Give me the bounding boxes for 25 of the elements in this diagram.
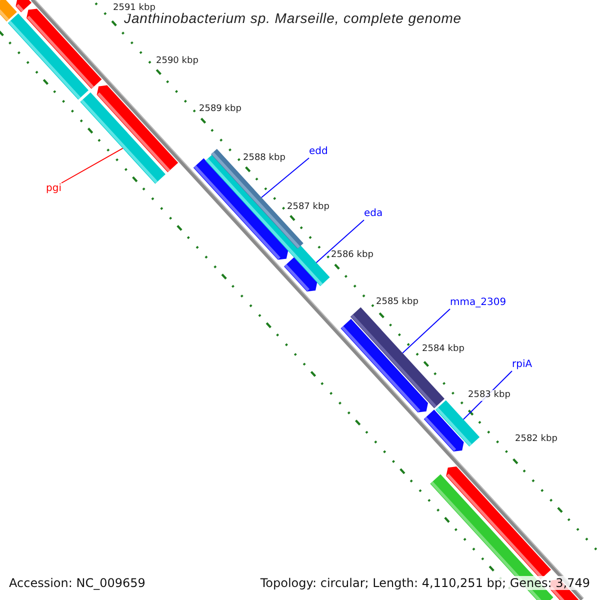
scale-label: 2583 kbp (468, 390, 510, 401)
gene-bar (80, 92, 166, 184)
scale-label: 2591 kbp (113, 3, 156, 14)
scale-label: 2582 kbp (515, 434, 558, 445)
leader-line (260, 158, 310, 198)
gene-label: mma_2309 (450, 297, 506, 309)
scale-label: 2586 kbp (331, 250, 374, 261)
gene-label: rpiA (512, 359, 532, 371)
gene-bar (436, 400, 480, 446)
scale-label: 2584 kbp (422, 344, 464, 355)
scale-label: 2589 kbp (199, 104, 242, 115)
footer-text: Accession: NC_009659 (8, 576, 146, 590)
scale-label: 2590 kbp (156, 56, 198, 67)
leader-line (316, 220, 364, 264)
gene-label: pgi (46, 183, 62, 195)
leader-line (60, 148, 124, 184)
gene-bar (8, 14, 88, 100)
footer-text: Topology: circular; Length: 4,110,251 bp; Genes: 3,749 (259, 576, 591, 590)
scale-label: 2587 kbp (287, 202, 330, 213)
leader-line (402, 308, 450, 354)
gene-bar (0, 0, 17, 22)
gene-label: eda (364, 208, 383, 220)
scale-label: 2585 kbp (376, 297, 418, 308)
scale-label: 2588 kbp (243, 153, 286, 164)
gene-label: edd (309, 146, 328, 158)
